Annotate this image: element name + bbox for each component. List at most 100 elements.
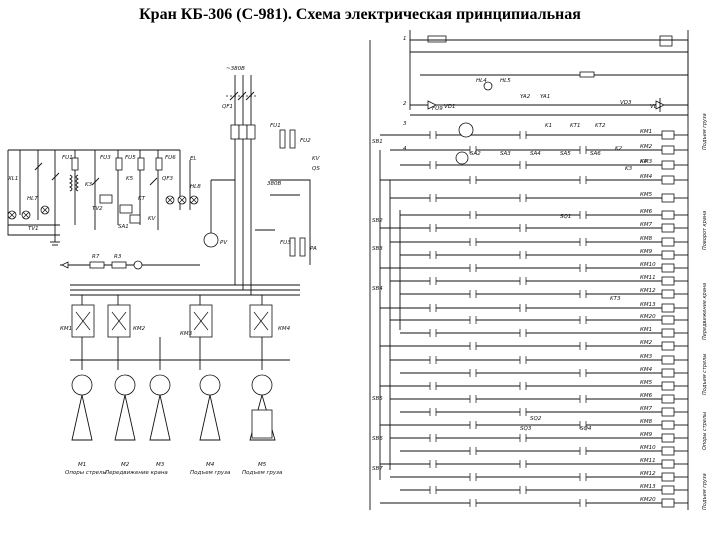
coil-label: КМ10 [640,262,656,268]
coil-label: КМ13 [640,484,656,490]
side-caption-2: Передвижение крана [702,283,708,340]
contactor-label-km3: КМ3 [180,331,193,337]
contactor-group-2: КМ2 [107,304,146,338]
coil-label: КМ11 [640,458,656,464]
side-caption-5: Подъем груза [702,473,708,510]
contact [519,161,527,169]
contact [469,211,477,219]
relay-coil [661,420,675,430]
contact [579,238,587,246]
contact [519,194,527,202]
contact [469,264,477,272]
relay-coil [661,394,675,404]
contact [519,460,527,468]
contact [519,224,527,232]
contact [579,146,587,154]
contactor-label-km4: КМ4 [278,326,291,332]
contact [469,290,477,298]
row-number: 2 [403,101,407,107]
coil-label: КМ4 [640,367,653,373]
contact [579,316,587,324]
relay-coil [661,328,675,338]
relay-coil [661,355,675,365]
relay-coil [661,446,675,456]
contact [469,473,477,481]
relay-coil [661,368,675,378]
motor-caption-m2: Передвижение крана [105,470,168,476]
coil-label: КМ7 [640,406,653,412]
ctrl-label-kt2: KT2 [595,123,606,129]
coil-label: КМ20 [640,314,656,320]
contact [429,434,437,442]
contact [429,131,437,139]
contactor-bus: КМ1 КМ2 КМ3 КМ4 [60,275,300,370]
contact [429,486,437,494]
motor-caption-m5: Подъем груза [242,470,283,476]
motor-m3: M3 [149,374,171,468]
row-number: 1 [403,36,407,42]
main-label-3: KV [312,156,321,162]
contact [469,316,477,324]
relay-coil [661,341,675,351]
contact [469,238,477,246]
main-label-4: QS [312,166,320,172]
left-label-11: FU6 [165,155,176,161]
ctrl-label-fu9: FU9 [432,106,443,112]
left-label-12: TV2 [92,206,103,212]
motor-id-m3: M3 [156,462,165,468]
contact [469,447,477,455]
contact [469,176,477,184]
motor-id-m5: M5 [258,462,267,468]
motor-m2: M2 Передвижение крана [105,374,168,476]
ctrl-label-sq2: SQ2 [530,416,542,422]
control-labels: SB1 SB2 SB3 SB4 SB5 SB6 SB7 SQ1 SQ2 SQ3 … [372,38,662,472]
ctrl-label-sq3: SQ3 [520,426,532,432]
left-label-13: TV1 [28,226,39,232]
contact [519,329,527,337]
motor-id-m1: M1 [78,462,86,468]
contact [429,224,437,232]
motor-row: M1 Опоры стрелы M2 Передвижение крана M3… [65,374,283,476]
side-captions: Подъем груза Поворот крана Передвижение … [702,113,708,510]
relay-coil [661,485,675,495]
main-label-1: FU1 [270,123,281,129]
side-caption-4: Опоры стрелы [702,412,708,450]
ctrl-label-sb3: SB3 [372,246,383,252]
contact [519,356,527,364]
ctrl-label-k2: K2 [615,146,623,152]
coil-label: КМ9 [640,432,653,438]
row-number: 4 [403,146,407,152]
contact [469,342,477,350]
ctrl-label-sq4: SQ4 [580,426,592,432]
control-ladder: КМ1КМ2КМ3КМ4КМ5КМ6КМ7КМ8КМ9КМ10КМ11КМ12К… [369,30,708,510]
left-label-7: HL7 [27,196,38,202]
ctrl-label-kt3: KT3 [610,296,621,302]
contact [469,499,477,507]
relay-coil [661,193,675,203]
auxiliary-lighting-block: XL1 K3 K5 HL8 QF3 EL SA1 HL7 FU1 FU3 FU5… [7,149,201,270]
contact [429,194,437,202]
relay-coil [661,407,675,417]
relay-coil [661,381,675,391]
left-label-17: R3 [114,254,122,260]
ctrl-label-sa5: SA5 [560,151,571,157]
coil-label: КМ13 [640,302,656,308]
coil-label: КМ8 [640,419,653,425]
main-label-5: FU3 [280,240,291,246]
contact [429,329,437,337]
contact [519,486,527,494]
left-label-16: R7 [92,254,100,260]
left-label-1: K3 [85,182,93,188]
contactor-group-3: КМ3 [180,304,213,338]
contact [579,369,587,377]
contact [519,382,527,390]
contact [429,161,437,169]
coil-label: КМ9 [640,249,653,255]
coil-label: КМ6 [640,393,653,399]
relay-coil [661,250,675,260]
coil-label: КМ11 [640,275,656,281]
contact [519,251,527,259]
coil-label: КМ5 [640,380,653,386]
main-power-circuit: ~380В 380В QF1 FU1 FU2 KV QS FU3 PV PA [203,66,321,275]
relay-coil [661,433,675,443]
